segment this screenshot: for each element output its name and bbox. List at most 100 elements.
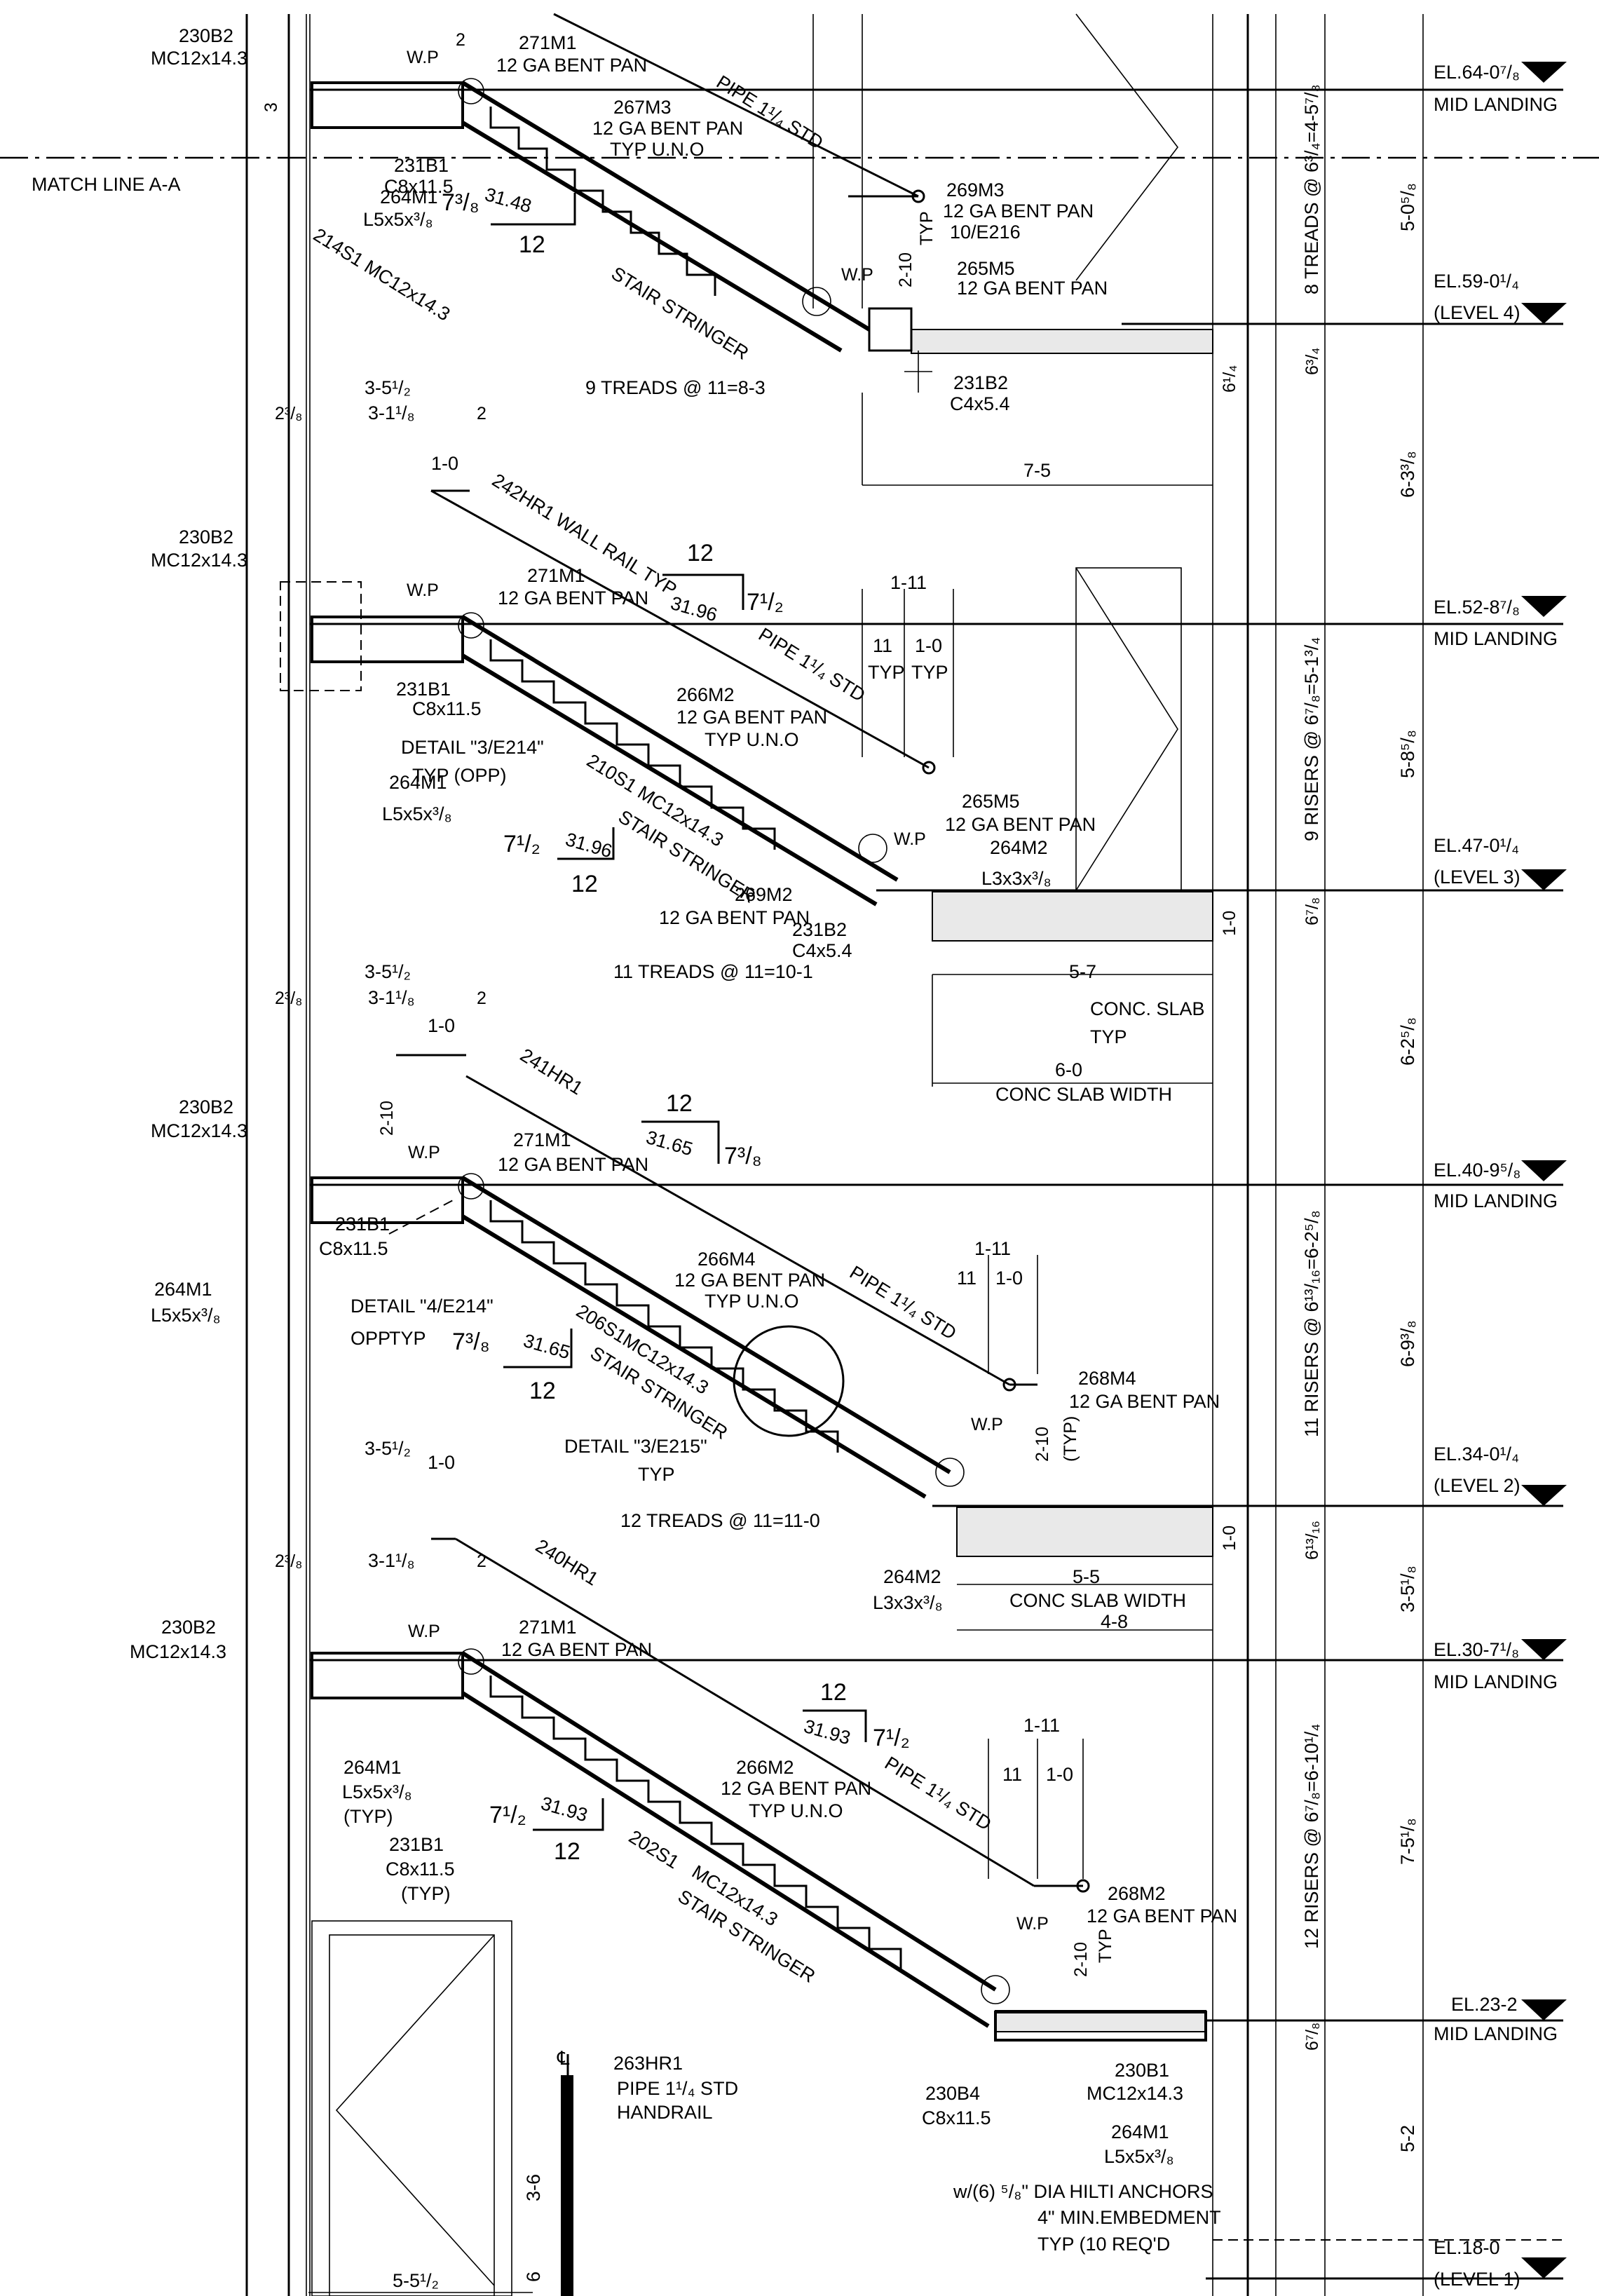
f4-wp: W.P <box>407 48 439 67</box>
f1-treads: 12 TREADS @ 11=11-0 <box>620 1510 820 1531</box>
f1-pan: 271M1 <box>519 1617 577 1638</box>
f1-one: 1-0 <box>428 1452 455 1473</box>
f1-slope: 31.93 <box>801 1716 852 1748</box>
f3-slope2: 31.96 <box>563 829 614 862</box>
f2-angle2: L5x5x³/₈ <box>151 1305 221 1326</box>
f2-typ: TYP <box>389 1328 426 1349</box>
f3-slope: 31.96 <box>668 592 719 625</box>
elev-6-line1: EL.34-0¹/₄ <box>1434 1444 1519 1465</box>
f4-wp2: W.P <box>841 265 873 285</box>
f3-pan-c: 265M5 <box>962 791 1020 812</box>
f1-d111: 1-11 <box>1023 1715 1060 1736</box>
f3-pan-d: 269M2 <box>735 884 793 905</box>
f4-two: 2 <box>456 30 465 50</box>
f2-d10: 1-0 <box>995 1268 1023 1289</box>
f1-slope-triangle-2 <box>533 1798 604 1831</box>
f1-pan-b: 266M2 <box>736 1757 794 1778</box>
f3-ang2: L3x3x³/₈ <box>981 868 1052 889</box>
f2-run2: 12 <box>529 1378 556 1404</box>
f4-slope: 31.48 <box>482 184 533 217</box>
f2-slab: CONC. SLAB <box>1090 998 1205 1019</box>
elevation-markers <box>1521 62 1567 2278</box>
f4-pan-b3: TYP U.N.O <box>610 139 705 160</box>
f1-slope-triangle <box>803 1709 867 1742</box>
f1-anch3: TYP (10 REQ'D <box>1037 2234 1170 2255</box>
f4-ten: 2-10 <box>896 252 916 287</box>
f1-b231b: C8x11.5 <box>386 1859 455 1880</box>
vdim-1: 5-0⁵/₈ <box>1397 183 1418 231</box>
f1-pan-b3: TYP U.N.O <box>749 1800 843 1821</box>
f3-angle2: L5x5x³/₈ <box>382 803 452 824</box>
vdim-2: 6-3³/₈ <box>1397 451 1418 498</box>
f3-b231b: C8x11.5 <box>412 698 482 719</box>
small-dim-2: 6¹/₄ <box>1220 365 1239 393</box>
f1-rise: 7¹/₂ <box>873 1725 910 1751</box>
f2-pan: 271M1 <box>513 1129 571 1150</box>
elevation-labels: EL.64-0⁷/₈ MID LANDING EL.59-0¹/₄ (LEVEL… <box>1434 62 1558 2290</box>
f1-d2: 3-1¹/₈ <box>368 1550 415 1571</box>
flight-1 <box>308 1537 1563 2296</box>
elev-9-line2: (LEVEL 1) <box>1434 2269 1520 2290</box>
f3-slope-triangle <box>662 573 744 610</box>
f2-pan-b3: TYP U.N.O <box>705 1291 799 1312</box>
f2-beam-top2: MC12x14.3 <box>151 1120 247 1141</box>
small-dim-5: 6¹³/₁₆ <box>1302 1521 1322 1560</box>
f4-beam-top: 230B2 <box>179 25 233 46</box>
f4-typ: TYP <box>917 211 937 245</box>
f2-d4: 2 <box>477 989 486 1008</box>
elev-3-line2: MID LANDING <box>1434 628 1558 649</box>
small-dim-1: 6³/₄ <box>1302 348 1322 375</box>
f3-pipe: PIPE 1¹/₄ STD <box>755 624 869 706</box>
f1-d4: 2 <box>477 1551 486 1571</box>
f3-d75: 7-5 <box>1023 460 1051 481</box>
small-dim-4: 1-0 <box>1220 911 1239 936</box>
f4-b231b: C8x11.5 <box>384 176 454 197</box>
f4-beam-top2: MC12x14.3 <box>151 48 247 69</box>
riser-note-2: 9 RISERS @ 6⁷/₈=5-1³/₄ <box>1301 637 1322 841</box>
f2-treads: 11 TREADS @ 11=10-1 <box>613 961 813 982</box>
f2-pan2: 12 GA BENT PAN <box>498 1154 648 1175</box>
f1-pipe: PIPE 1¹/₄ STD <box>881 1753 995 1835</box>
f4-pan-d: 265M5 <box>957 258 1015 279</box>
elev-5-line2: MID LANDING <box>1434 1190 1558 1211</box>
elevation-lines <box>310 88 1563 2280</box>
f3-ang: 264M2 <box>990 837 1048 858</box>
f3-run2: 12 <box>571 871 598 897</box>
riser-note-1: 8 TREADS @ 6³/₄=4-5⁷/₈ <box>1301 84 1322 294</box>
f1-b231c: (TYP) <box>401 1883 451 1904</box>
f2-slope2: 31.65 <box>521 1330 572 1363</box>
f2-detail2: OPP <box>351 1328 390 1349</box>
f1-pan-c2: 12 GA BENT PAN <box>1087 1906 1237 1927</box>
f4-pan2: 12 GA BENT PAN <box>496 55 647 76</box>
small-dim-6: 1-0 <box>1220 1526 1239 1551</box>
f1-typ: TYP <box>1096 1929 1115 1963</box>
f3-d111: 1-11 <box>890 572 927 593</box>
f2-d3: 2³/₈ <box>275 989 303 1008</box>
f3-d4: 2 <box>477 404 486 423</box>
f2-slabw: CONC SLAB WIDTH <box>995 1084 1172 1105</box>
f3-pan2: 12 GA BENT PAN <box>498 587 648 609</box>
f3-d2: 3-1¹/₈ <box>368 402 415 423</box>
elev-8-line1: EL.23-2 <box>1451 1994 1518 2015</box>
small-dim-7: 6⁷/₈ <box>1302 2023 1322 2051</box>
f4-bot: 231B2 <box>953 372 1008 393</box>
f3-typ1: TYP <box>868 662 905 683</box>
f4-three: 3 <box>261 102 281 112</box>
f2-det3b: TYP <box>638 1464 675 1485</box>
f2-wp2: W.P <box>971 1415 1003 1434</box>
f2-one: 1-0 <box>428 1015 455 1036</box>
f1-wp: W.P <box>408 1622 440 1641</box>
f4-stringer: 214S1 MC12x14.3 <box>310 224 454 325</box>
flight-2 <box>311 974 1213 1499</box>
f2-d11: 11 <box>957 1268 977 1289</box>
f3-d1: 3-5¹/₂ <box>365 377 411 398</box>
f2-slope-triangle-2 <box>503 1329 573 1368</box>
f2-slab2: TYP <box>1090 1026 1127 1047</box>
f1-b1b: MC12x14.3 <box>1087 2083 1183 2104</box>
f3-d10: 1-0 <box>915 635 942 656</box>
f3-detail2: TYP (OPP) <box>412 765 507 786</box>
riser-note-3: 11 RISERS @ 6¹³/₁₆=6-2⁵/₈ <box>1301 1210 1322 1437</box>
f1-d36: 3-6 <box>523 2174 544 2201</box>
vdim-3: 5-8⁵/₈ <box>1397 730 1418 778</box>
